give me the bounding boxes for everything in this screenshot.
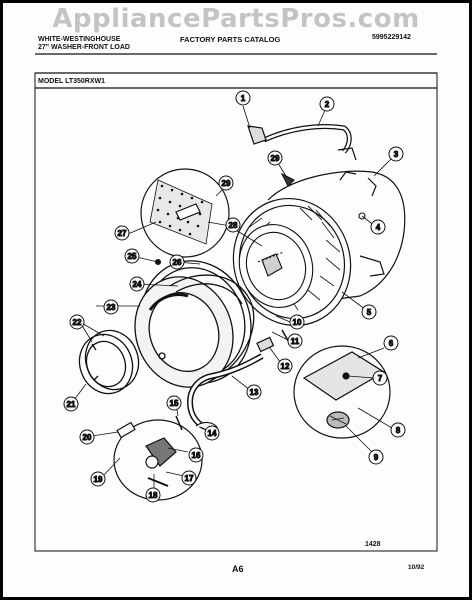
model-label: MODEL LT350RXW1 (38, 78, 106, 85)
callout-11: 11 (287, 333, 303, 349)
svg-text:3: 3 (394, 150, 399, 159)
brand-label: WHITE-WESTINGHOUSE (38, 36, 121, 43)
svg-text:20: 20 (83, 433, 92, 442)
callout-3: 3 (388, 146, 404, 162)
svg-text:8: 8 (396, 426, 401, 435)
callout-28: 28 (225, 217, 241, 233)
callout-24: 24 (129, 276, 145, 292)
svg-text:22: 22 (73, 318, 82, 327)
callout-9: 9 (368, 449, 384, 465)
callout-18: 18 (145, 487, 161, 503)
catalog-number: 5995229142 (372, 34, 411, 41)
date-label: 10/92 (408, 564, 425, 571)
callout-10: 10 (289, 314, 305, 330)
callout-13: 13 (246, 384, 262, 400)
watermark: AppliancePartsPros.com (52, 4, 420, 34)
weight-detail-circle (293, 345, 391, 439)
svg-text:13: 13 (250, 388, 259, 397)
callout-29a: 29 (218, 175, 234, 191)
callout-25: 25 (124, 248, 140, 264)
svg-text:12: 12 (281, 362, 290, 371)
callout-21: 21 (63, 396, 79, 412)
svg-text:16: 16 (192, 451, 201, 460)
svg-text:4: 4 (376, 223, 381, 232)
svg-text:6: 6 (389, 339, 394, 348)
svg-text:11: 11 (291, 337, 300, 346)
callout-7: 7 (372, 370, 388, 386)
callout-14: 14 (204, 425, 220, 441)
callout-16: 16 (188, 447, 204, 463)
callout-20: 20 (79, 429, 95, 445)
callout-27: 27 (114, 225, 130, 241)
callout-markers: 1 2 3 4 5 6 7 8 9 10 11 12 13 14 15 16 1… (63, 90, 406, 503)
svg-text:17: 17 (185, 474, 194, 483)
basket-detail-circle (140, 168, 263, 258)
callout-8: 8 (390, 422, 406, 438)
inner-drum (238, 223, 314, 309)
svg-text:27: 27 (118, 229, 127, 238)
callout-4: 4 (370, 219, 386, 235)
svg-text:29: 29 (222, 179, 231, 188)
svg-text:29: 29 (271, 154, 280, 163)
svg-text:14: 14 (208, 429, 217, 438)
callout-19: 19 (90, 471, 106, 487)
page-number: A6 (232, 564, 244, 574)
callout-1: 1 (235, 90, 251, 106)
callout-5: 5 (361, 304, 377, 320)
svg-text:24: 24 (133, 280, 142, 289)
front-tub-ring (169, 274, 255, 381)
svg-text:23: 23 (107, 303, 116, 312)
product-label: 27" WASHER-FRONT LOAD (38, 44, 130, 51)
callout-29b: 29 (267, 150, 283, 166)
svg-text:21: 21 (67, 400, 76, 409)
catalog-title: FACTORY PARTS CATALOG (180, 35, 281, 44)
callout-15: 15 (166, 395, 182, 411)
door-ring (78, 329, 140, 395)
door-gasket (134, 260, 252, 388)
svg-text:10: 10 (293, 318, 302, 327)
drain-hose (186, 336, 275, 431)
callout-22: 22 (69, 314, 85, 330)
svg-text:25: 25 (128, 252, 137, 261)
svg-text:26: 26 (173, 258, 182, 267)
svg-text:2: 2 (325, 100, 330, 109)
figure-number: 1428 (365, 541, 381, 548)
svg-text:18: 18 (149, 491, 158, 500)
svg-text:5: 5 (367, 308, 372, 317)
svg-text:15: 15 (170, 399, 179, 408)
callout-23: 23 (103, 299, 119, 315)
svg-text:19: 19 (94, 475, 103, 484)
callout-2: 2 (319, 96, 335, 112)
svg-text:1: 1 (241, 94, 246, 103)
diagram-frame (34, 72, 438, 552)
fill-hose (247, 124, 357, 161)
callout-17: 17 (181, 470, 197, 486)
callout-26: 26 (169, 254, 185, 270)
svg-text:7: 7 (378, 374, 383, 383)
svg-text:9: 9 (374, 453, 379, 462)
catalog-page (3, 3, 469, 597)
pump-detail-circle (113, 419, 203, 501)
callout-12: 12 (277, 358, 293, 374)
svg-text:28: 28 (229, 221, 238, 230)
callout-6: 6 (383, 335, 399, 351)
